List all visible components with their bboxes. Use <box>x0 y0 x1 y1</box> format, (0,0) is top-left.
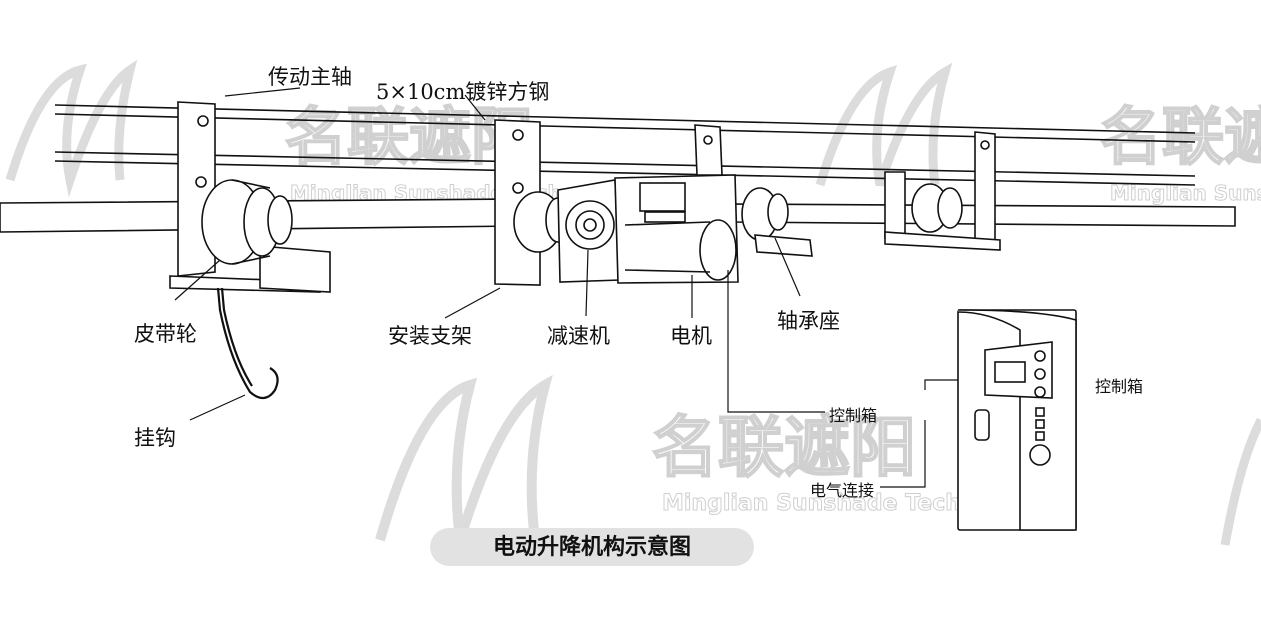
watermark-texts: 名联遮阳 Minglian Sunshade Technology 名联遮阳 M… <box>284 99 1261 517</box>
label-mount-bracket: 安装支架 <box>388 324 472 348</box>
leader-reducer <box>585 249 589 317</box>
label-hook: 挂钩 <box>134 426 176 450</box>
diagram-caption: 电动升降机构示意图 <box>492 534 691 560</box>
leader-control-box <box>727 270 825 413</box>
label-bearing-seat: 轴承座 <box>777 309 840 333</box>
label-electric-connection: 电气连接 <box>810 481 875 500</box>
label-belt-pulley: 皮带轮 <box>134 322 197 346</box>
leader-steel-tube <box>464 94 486 121</box>
label-control-box-title: 控制箱 <box>1095 377 1144 396</box>
steel-tubes <box>54 104 1196 186</box>
hook <box>216 287 279 400</box>
leader-bracket <box>444 287 501 319</box>
label-steel-tube: 5×10cm镀锌方钢 <box>376 80 550 104</box>
label-drive-shaft: 传动主轴 <box>268 65 352 89</box>
caption-pill <box>430 528 754 566</box>
bearing-seat-2 <box>911 183 963 233</box>
leader-electric <box>880 420 926 488</box>
leader-drive-shaft <box>224 87 301 97</box>
belt-pulley <box>201 179 293 265</box>
leader-bearing-seat <box>774 237 801 297</box>
watermark-logo <box>815 62 953 187</box>
leader-lines <box>174 87 958 488</box>
watermark-cn: 名联遮阳 <box>652 409 916 486</box>
leader-hook <box>189 394 246 421</box>
bearing-seat-1 <box>741 187 813 257</box>
leader-control-box-2 <box>924 379 958 390</box>
watermark-cn: 名联遮阳 <box>1100 100 1261 173</box>
leader-belt-pulley <box>174 259 221 301</box>
label-control-box-line: 控制箱 <box>829 406 878 425</box>
label-reducer: 减速机 <box>547 324 610 348</box>
watermark-logo <box>5 59 138 198</box>
reducer <box>557 179 621 283</box>
right-bracket-1 <box>694 124 723 176</box>
right-bracket-2 <box>884 131 1001 251</box>
label-motor: 电机 <box>670 324 712 348</box>
watermark-logo <box>375 374 553 542</box>
motor <box>614 174 739 284</box>
watermark-logo <box>1220 417 1261 546</box>
control-box <box>957 309 1077 531</box>
